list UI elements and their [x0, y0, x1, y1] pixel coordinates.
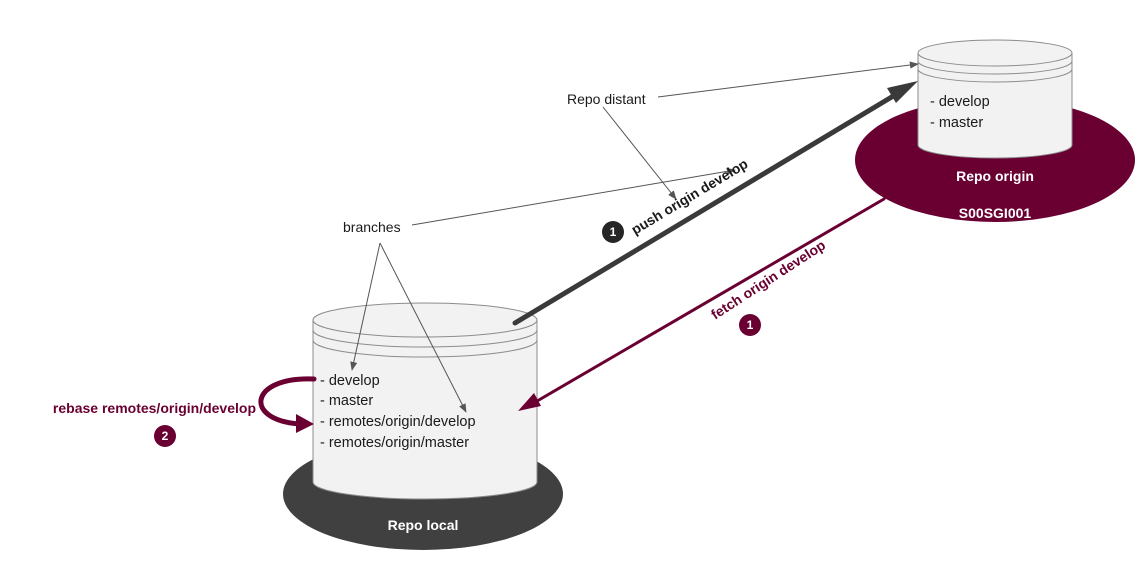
fetch-command-label: fetch origin develop: [708, 237, 828, 323]
local-repo: Repo local - develop - master - remotes/…: [283, 302, 563, 550]
rebase-step-number: 2: [162, 429, 169, 443]
callout-lines: [350, 61, 919, 413]
branches-label: branches: [343, 219, 401, 235]
push-step-badge: [602, 221, 624, 243]
repo-distant-label: Repo distant: [567, 91, 646, 107]
fetch-step-number: 1: [747, 318, 754, 332]
local-branch-master: - master: [320, 393, 373, 409]
local-branch-remotes-origin-master: - remotes/origin/master: [320, 435, 469, 451]
database-cylinder-icon: [312, 302, 538, 500]
fetch-step-badge: [739, 314, 761, 336]
repo-distant-callout-to-push: [602, 106, 677, 200]
repo-distant-callout-to-origin: [657, 61, 919, 98]
branches-callout-to-origin: [411, 167, 736, 226]
local-branch-develop: - develop: [320, 373, 380, 389]
origin-repo-host: S00SGI001: [959, 205, 1032, 221]
database-cylinder-icon: [917, 39, 1073, 159]
local-branch-list: - develop - master - remotes/origin/deve…: [320, 373, 476, 451]
rebase-step-badge: [154, 425, 176, 447]
fetch-command: fetch origin develop: [708, 237, 828, 323]
rebase-command-label: rebase remotes/origin/develop: [53, 400, 256, 416]
push-arrow-icon: [512, 81, 918, 326]
branches-callout-to-remotes-develop: [379, 242, 467, 413]
origin-branch-develop: - develop: [930, 94, 990, 110]
origin-repo: Repo origin S00SGI001 - develop - master: [855, 39, 1135, 222]
fetch-arrow-icon: [518, 197, 886, 411]
local-repo-title: Repo local: [388, 517, 459, 533]
branches-callout-to-local-develop: [350, 242, 381, 371]
origin-branch-list: - develop - master: [930, 94, 990, 131]
push-command-label: push origin develop: [628, 155, 750, 237]
origin-repo-title: Repo origin: [956, 168, 1034, 184]
origin-branch-master: - master: [930, 115, 983, 131]
local-branch-remotes-origin-develop: - remotes/origin/develop: [320, 414, 476, 430]
numbered-circle-icon: 2: [154, 425, 176, 447]
rebase-arrow-icon: [258, 376, 317, 433]
push-command: push origin develop: [628, 155, 750, 237]
numbered-circle-icon: 1: [739, 314, 761, 336]
push-step-number: 1: [610, 225, 617, 239]
numbered-circle-icon: 1: [602, 221, 624, 243]
